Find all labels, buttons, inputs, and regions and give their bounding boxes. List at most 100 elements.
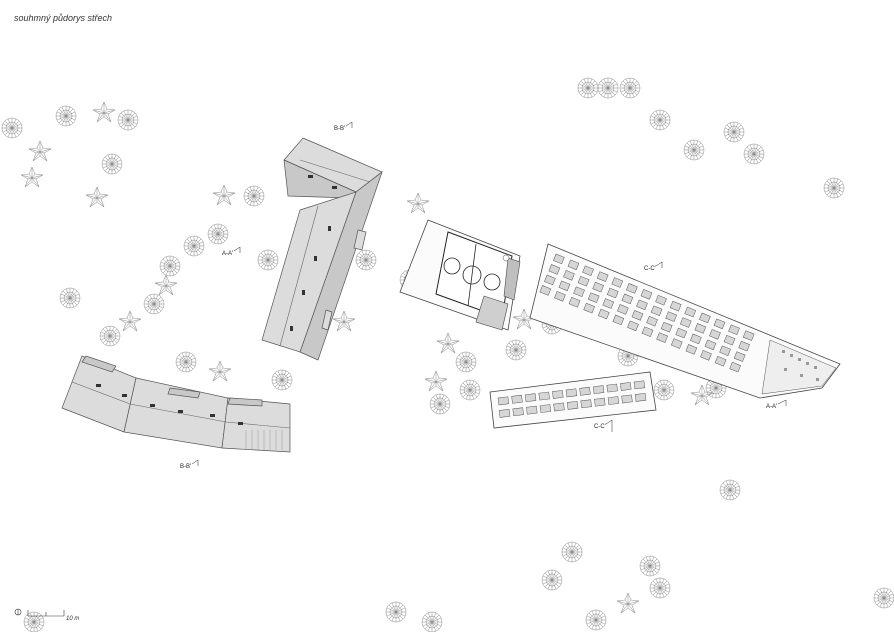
room-cell	[699, 312, 711, 324]
tree-icon	[208, 360, 232, 382]
room-cell	[539, 285, 552, 296]
room-cell	[700, 350, 712, 361]
room-cell	[713, 318, 726, 330]
room-cell	[660, 321, 673, 333]
tree-icon	[683, 139, 705, 161]
tree-icon	[541, 569, 563, 591]
room-cell	[626, 283, 638, 294]
room-cell	[606, 383, 618, 393]
room-cell	[592, 385, 605, 395]
room-cell	[631, 310, 644, 321]
room-cell	[621, 394, 633, 404]
tree-icon	[455, 351, 477, 373]
tree-icon	[421, 611, 443, 632]
tree-icon	[92, 101, 116, 123]
room-cell	[567, 259, 580, 271]
tree-icon	[577, 77, 599, 99]
room-cell	[573, 286, 585, 297]
room-cell	[526, 405, 538, 415]
section-label-bb-top: B-B'	[334, 126, 345, 132]
room-cell	[512, 407, 524, 417]
section-label-aa-right: A-A'	[766, 404, 777, 410]
chimney-icon	[210, 414, 215, 417]
room-cell	[602, 298, 615, 309]
room-cell	[566, 401, 579, 410]
tree-icon	[143, 293, 165, 315]
tree-icon	[429, 393, 451, 415]
tree-icon	[649, 109, 671, 131]
room-cell	[684, 306, 697, 318]
room-cell	[552, 390, 564, 399]
tree-icon	[183, 235, 205, 257]
room-cell	[620, 382, 632, 391]
room-cell	[582, 265, 594, 276]
room-cell	[641, 326, 654, 337]
room-cell	[553, 402, 565, 412]
chimney-icon	[178, 410, 183, 413]
room-cell	[587, 292, 600, 303]
tree-icon	[719, 479, 741, 501]
room-cell	[675, 327, 688, 339]
room-cell	[723, 334, 736, 346]
room-cell	[617, 304, 629, 315]
room-cell	[511, 394, 523, 404]
tree-icon	[424, 370, 448, 392]
room-cell	[611, 277, 624, 288]
room-cell	[656, 332, 668, 343]
tree-icon	[459, 379, 481, 401]
room-cell	[634, 393, 647, 402]
scale-bar	[27, 610, 65, 617]
terrace-furniture	[782, 350, 819, 381]
room-cell	[594, 397, 606, 407]
tree-icon	[649, 577, 671, 599]
tree-icon	[873, 587, 894, 609]
room-cell	[633, 380, 646, 390]
room-cell	[539, 404, 552, 413]
chimney-icon	[122, 394, 127, 397]
room-cell	[579, 386, 591, 396]
section-label-cc-top: C-C'	[644, 266, 656, 272]
room-cell	[627, 320, 639, 332]
chimney-icon	[308, 175, 313, 178]
new-building-long	[529, 243, 841, 399]
chimney-icon	[150, 404, 155, 407]
tree-icon	[59, 287, 81, 309]
room-cell	[685, 344, 698, 355]
room-cell	[728, 324, 740, 335]
tree-icon	[385, 601, 407, 623]
chimney-icon	[314, 256, 317, 261]
room-cell	[694, 323, 707, 334]
room-cell	[733, 351, 746, 362]
room-cell	[544, 274, 556, 286]
section-label-bb-bottom: B-B'	[180, 464, 191, 470]
room-cell	[548, 264, 561, 275]
room-cell	[498, 409, 511, 418]
tree-icon	[28, 140, 52, 162]
chimney-icon	[328, 226, 331, 231]
room-cell	[565, 388, 578, 398]
tree-icon	[616, 592, 640, 614]
tree-icon	[159, 255, 181, 277]
tree-icon	[597, 77, 619, 99]
room-cell	[714, 355, 727, 367]
tree-icon	[823, 177, 845, 199]
room-cell	[554, 291, 566, 302]
chimney-icon	[96, 384, 101, 387]
room-cell	[665, 311, 677, 322]
tree-icon	[85, 186, 109, 208]
scale-bar-label: 10 m	[66, 616, 79, 622]
room-cell	[646, 315, 658, 327]
tree-icon	[20, 166, 44, 188]
tree-icon	[271, 369, 293, 391]
room-cell	[592, 281, 604, 293]
room-cell	[524, 393, 537, 403]
room-cell	[597, 308, 610, 320]
section-label-aa-left: A-A'	[222, 251, 233, 257]
room-cell	[729, 361, 741, 373]
room-cell	[655, 294, 667, 306]
tree-icon	[207, 223, 229, 245]
room-cell	[679, 317, 692, 328]
tree-icon	[243, 185, 265, 207]
tree-icon	[436, 332, 460, 354]
room-cell	[704, 339, 717, 351]
